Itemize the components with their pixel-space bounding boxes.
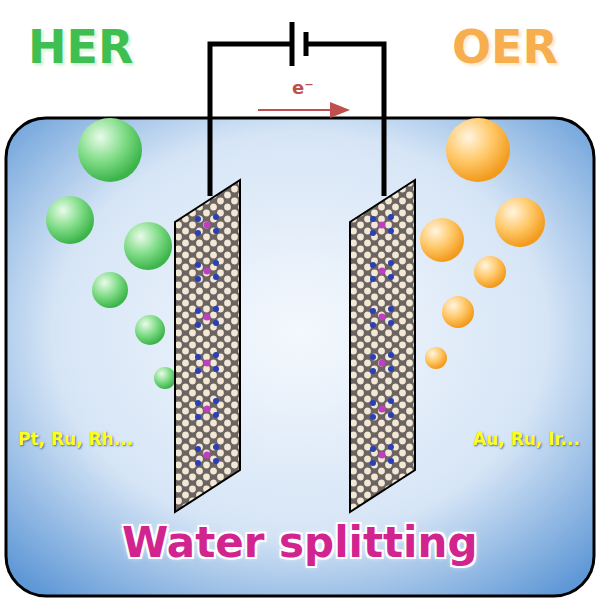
dopant-atom — [204, 406, 211, 413]
dopant-atom — [213, 306, 219, 312]
dopant-atom — [370, 322, 376, 328]
dopant-atom — [388, 398, 394, 404]
reaction-title: HER — [28, 22, 133, 73]
dopant-atom — [213, 412, 219, 418]
dopant-atom — [370, 368, 376, 374]
dopant-atom — [195, 262, 201, 268]
dopant-atom — [213, 260, 219, 266]
dopant-atom — [195, 400, 201, 406]
dopant-atom — [195, 354, 201, 360]
dopant-atom — [195, 368, 201, 374]
electron-label: e⁻ — [292, 78, 314, 98]
dopant-atom — [370, 460, 376, 466]
dopant-atom — [388, 274, 394, 280]
dopant-atom — [379, 452, 386, 459]
dopant-atom — [195, 230, 201, 236]
dopant-atom — [213, 320, 219, 326]
dopant-atom — [204, 222, 211, 229]
dopant-atom — [388, 412, 394, 418]
dopant-atom — [195, 460, 201, 466]
dopant-atom — [370, 308, 376, 314]
dopant-atom — [388, 352, 394, 358]
catalyst-list: Au, Ru, Ir... — [473, 430, 580, 449]
dopant-atom — [379, 222, 386, 229]
dopant-atom — [370, 230, 376, 236]
dopant-atom — [370, 216, 376, 222]
dopant-atom — [213, 274, 219, 280]
dopant-atom — [195, 446, 201, 452]
dopant-atom — [195, 322, 201, 328]
dopant-atom — [370, 400, 376, 406]
reaction-title: OER — [452, 22, 558, 73]
catalyst-list: Pt, Ru, Rh... — [18, 430, 133, 449]
dopant-atom — [204, 314, 211, 321]
dopant-atom — [204, 268, 211, 275]
dopant-atom — [388, 260, 394, 266]
dopant-atom — [388, 214, 394, 220]
dopant-atom — [388, 458, 394, 464]
dopant-atom — [370, 276, 376, 282]
dopant-atom — [379, 314, 386, 321]
dopant-atom — [388, 228, 394, 234]
dopant-atom — [388, 366, 394, 372]
dopant-atom — [379, 268, 386, 275]
dopant-atom — [195, 216, 201, 222]
dopant-atom — [213, 228, 219, 234]
dopant-atom — [379, 406, 386, 413]
dopant-atom — [388, 444, 394, 450]
dopant-atom — [388, 306, 394, 312]
dopant-atom — [213, 444, 219, 450]
dopant-atom — [213, 352, 219, 358]
dopant-atom — [204, 452, 211, 459]
dopant-atom — [379, 360, 386, 367]
dopant-atom — [195, 276, 201, 282]
dopant-atom — [195, 308, 201, 314]
dopant-atom — [213, 458, 219, 464]
dopant-atom — [213, 398, 219, 404]
dopant-atom — [388, 320, 394, 326]
dopant-atom — [370, 414, 376, 420]
dopant-atom — [370, 354, 376, 360]
dopant-atom — [213, 214, 219, 220]
dopant-atom — [204, 360, 211, 367]
dopant-atom — [195, 414, 201, 420]
caption-title: Water splitting — [122, 520, 477, 566]
dopant-atom — [370, 262, 376, 268]
dopant-atom — [370, 446, 376, 452]
dopant-atom — [213, 366, 219, 372]
